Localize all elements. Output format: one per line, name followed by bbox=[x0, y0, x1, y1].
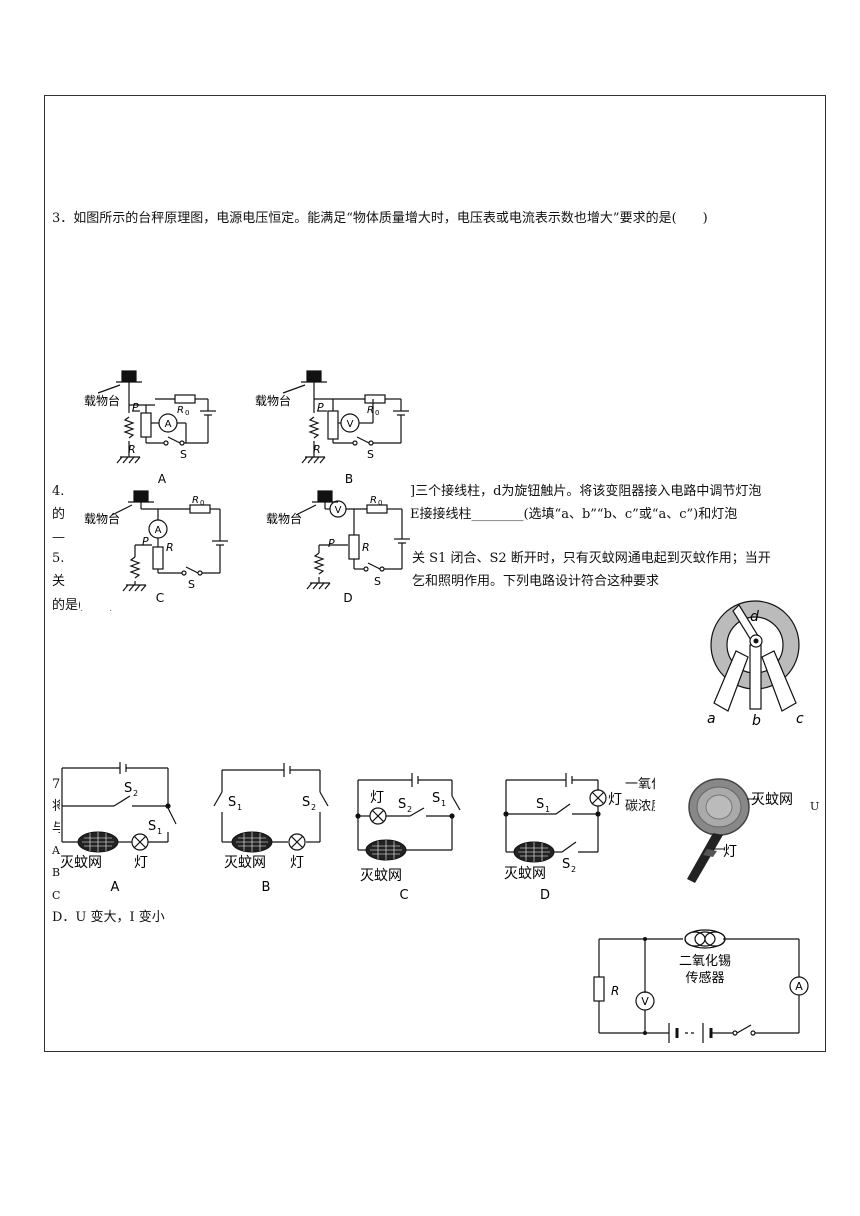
svg-text:P: P bbox=[328, 537, 335, 550]
q3-circuit-c: 载物台 P R R 0 A S C bbox=[80, 485, 230, 610]
question-3-text: 3．如图所示的台秤原理图，电源电压恒定。能满足“物体质量增大时，电压表或电流表示… bbox=[52, 211, 708, 226]
svg-text:S: S bbox=[432, 791, 440, 806]
svg-text:D: D bbox=[540, 888, 550, 903]
svg-text:P: P bbox=[317, 401, 324, 414]
svg-text:S: S bbox=[367, 448, 374, 461]
question-5-line-2: 乞和照明作用。下列电路设计符合这种要求 bbox=[412, 574, 660, 589]
svg-text:R: R bbox=[128, 443, 136, 456]
svg-text:灯: 灯 bbox=[290, 855, 304, 871]
option-label-d: D bbox=[343, 591, 352, 605]
platform-label: 载物台 bbox=[84, 393, 120, 408]
svg-text:1: 1 bbox=[157, 827, 162, 836]
svg-text:V: V bbox=[641, 995, 649, 1008]
svg-text:S: S bbox=[124, 781, 132, 796]
option-d-text: D．U 变大，I 变小 bbox=[52, 910, 165, 925]
mosquito-swatter-figure: 灭蚊网 灯 bbox=[655, 775, 810, 890]
q3-circuit-a: 载物台 P R R 0 A S A bbox=[84, 370, 216, 486]
option-label-c: C bbox=[156, 591, 164, 605]
svg-text:2: 2 bbox=[311, 803, 316, 812]
svg-text:S: S bbox=[180, 448, 187, 461]
svg-text:0: 0 bbox=[185, 409, 189, 417]
svg-text:a: a bbox=[707, 711, 716, 727]
svg-text:0: 0 bbox=[200, 499, 204, 507]
svg-text:A: A bbox=[155, 525, 162, 536]
svg-text:R: R bbox=[370, 495, 377, 506]
svg-text:灯: 灯 bbox=[370, 790, 384, 806]
svg-text:灭蚊网: 灭蚊网 bbox=[224, 855, 266, 871]
svg-text:载物台: 载物台 bbox=[255, 393, 291, 408]
svg-text:A: A bbox=[111, 880, 120, 895]
svg-text:二氧化锡: 二氧化锡 bbox=[679, 954, 731, 969]
svg-text:灭蚊网: 灭蚊网 bbox=[360, 868, 402, 884]
svg-text:A: A bbox=[795, 980, 803, 993]
svg-text:S: S bbox=[188, 578, 195, 591]
svg-text:d: d bbox=[750, 609, 759, 625]
svg-text:V: V bbox=[335, 505, 342, 516]
svg-text:灯: 灯 bbox=[608, 792, 622, 808]
svg-text:S: S bbox=[398, 797, 406, 812]
q5-circuit-c: 灯 S 2 S 1 灭蚊网 C bbox=[355, 773, 461, 903]
option-label-b: B bbox=[345, 472, 353, 486]
svg-text:2: 2 bbox=[571, 865, 576, 874]
svg-text:0: 0 bbox=[375, 409, 379, 417]
svg-text:R: R bbox=[177, 405, 184, 416]
svg-text:2: 2 bbox=[407, 805, 412, 814]
svg-text:S: S bbox=[148, 819, 156, 834]
svg-text:1: 1 bbox=[441, 799, 446, 808]
question-4-line-2: E接接线柱________(选填“a、b”“b、c”或“a、c”)和灯泡 bbox=[410, 507, 738, 522]
svg-text:R: R bbox=[192, 495, 199, 506]
svg-text:R: R bbox=[313, 443, 321, 456]
svg-text:灭蚊网: 灭蚊网 bbox=[60, 855, 102, 871]
svg-text:R: R bbox=[367, 405, 374, 416]
svg-text:P: P bbox=[132, 401, 139, 414]
q3-circuit-b: 载物台 P R R 0 V S B bbox=[255, 370, 409, 486]
q3-circuit-d: 载物台 P R R 0 V S D bbox=[262, 485, 410, 610]
svg-text:灭蚊网: 灭蚊网 bbox=[751, 792, 793, 808]
svg-text:P: P bbox=[142, 535, 149, 548]
svg-text:c: c bbox=[796, 711, 804, 727]
svg-text:S: S bbox=[228, 795, 236, 810]
svg-text:载物台: 载物台 bbox=[266, 511, 302, 526]
svg-text:S: S bbox=[302, 795, 310, 810]
svg-text:R: R bbox=[611, 984, 619, 998]
question-5-line-1: 关 S1 闭合、S2 断开时，只有灭蚊网通电起到灭蚊作用；当开 bbox=[412, 551, 771, 566]
svg-text:2: 2 bbox=[133, 789, 138, 798]
rotary-rheostat-figure: a b c d bbox=[707, 600, 804, 729]
svg-text:R: R bbox=[166, 541, 174, 554]
svg-text:b: b bbox=[752, 713, 761, 729]
svg-text:S: S bbox=[562, 857, 570, 872]
svg-text:R: R bbox=[362, 541, 370, 554]
svg-text:1: 1 bbox=[237, 803, 242, 812]
svg-text:传感器: 传感器 bbox=[685, 970, 724, 986]
q5-circuit-b: S 1 S 2 灭蚊网 灯 B bbox=[213, 763, 329, 895]
q5-circuit-a: S 2 S 1 灭蚊网 灯 A bbox=[60, 760, 190, 900]
page-frame bbox=[44, 95, 826, 1052]
svg-text:A: A bbox=[165, 419, 172, 430]
svg-text:灯: 灯 bbox=[134, 855, 148, 871]
option-label-a: A bbox=[158, 472, 167, 486]
svg-text:B: B bbox=[262, 880, 271, 895]
sensor-circuit-figure: R V A 二氧化锡 传感器 bbox=[593, 929, 809, 1043]
svg-text:S: S bbox=[536, 797, 544, 812]
svg-text:灭蚊网: 灭蚊网 bbox=[504, 866, 546, 882]
svg-text:V: V bbox=[347, 419, 354, 430]
svg-text:载物台: 载物台 bbox=[84, 511, 120, 526]
svg-text:S: S bbox=[374, 575, 381, 588]
svg-text:0: 0 bbox=[378, 499, 382, 507]
q5-circuit-d: 灯 S 1 S 2 灭蚊网 D bbox=[503, 773, 622, 903]
question-4-line-1: ]三个接线柱，d为旋钮触片。将该变阻器接入电路中调节灯泡 bbox=[410, 484, 762, 499]
svg-text:1: 1 bbox=[545, 805, 550, 814]
svg-text:灯: 灯 bbox=[723, 844, 737, 860]
svg-text:C: C bbox=[399, 888, 408, 903]
